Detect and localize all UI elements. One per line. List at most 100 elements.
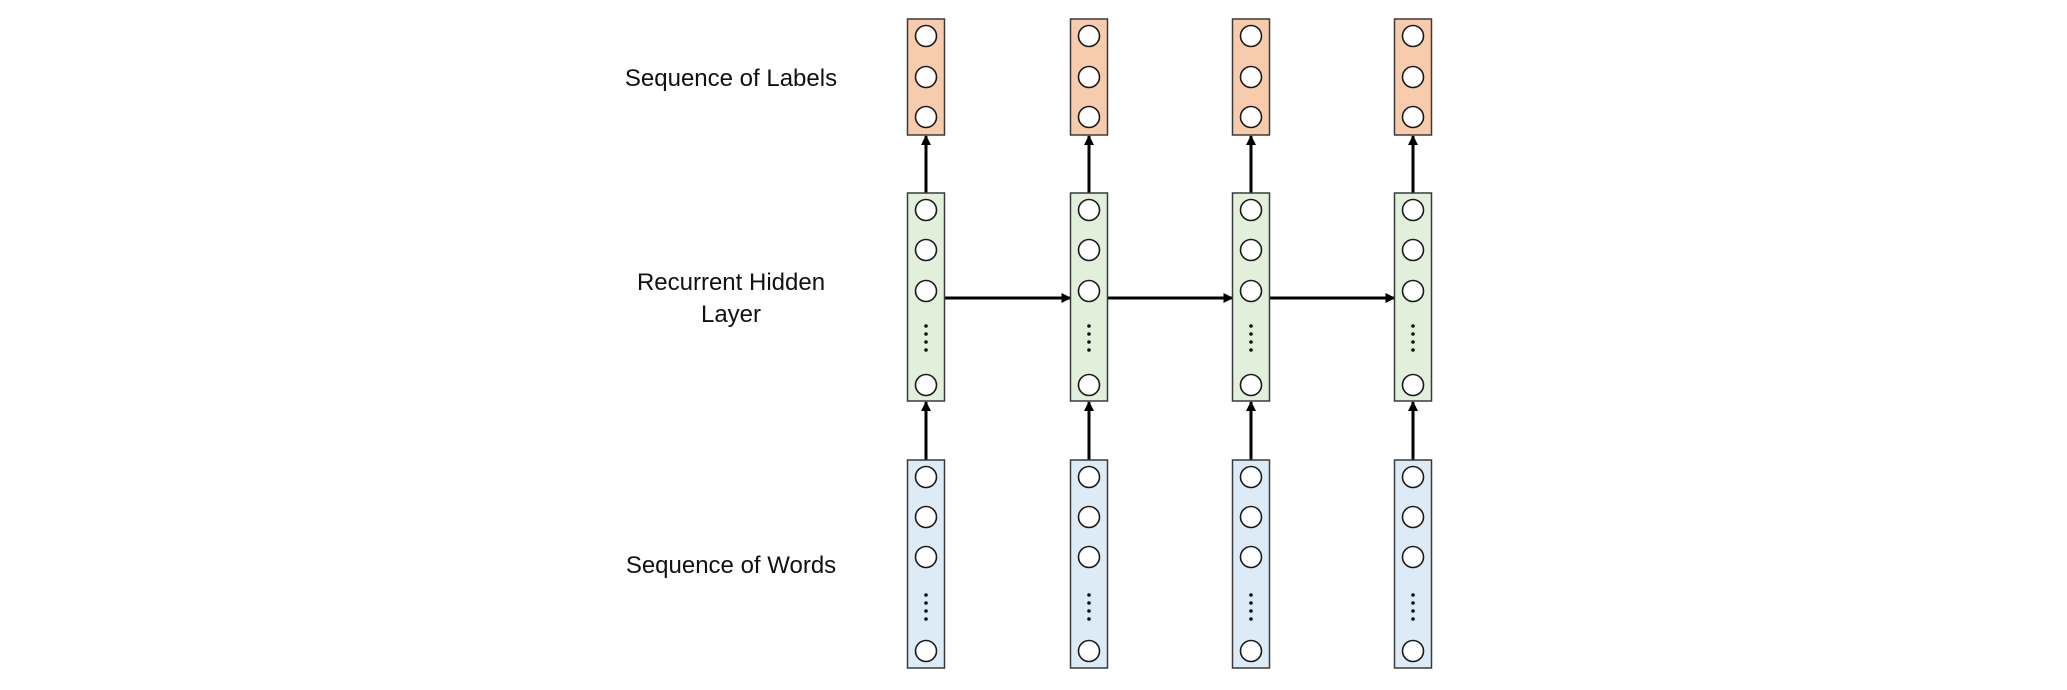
input-neuron-1	[1077, 465, 1101, 489]
output-neuron-3	[1239, 105, 1263, 129]
hidden-row-label-line1: Recurrent Hidden	[637, 269, 825, 296]
ellipsis-dot	[1087, 340, 1091, 344]
ellipsis-dot	[924, 348, 928, 352]
vertical-ellipsis-icon	[1249, 324, 1253, 352]
input-neuron-2	[1077, 505, 1101, 529]
hidden-neuron-1	[914, 198, 938, 222]
output-neuron-3	[1401, 105, 1425, 129]
ellipsis-dot	[1411, 348, 1415, 352]
input-neuron-1	[1401, 465, 1425, 489]
ellipsis-dot	[1087, 609, 1091, 613]
input-neuron-3	[1077, 545, 1101, 569]
hidden-neuron-4	[1077, 373, 1101, 397]
output-neuron-2	[1239, 65, 1263, 89]
hidden-neuron-3	[914, 279, 938, 303]
hidden-layer	[906, 192, 1433, 402]
ellipsis-dot	[1249, 324, 1253, 328]
output-neuron-2	[914, 65, 938, 89]
vertical-ellipsis-icon	[1087, 324, 1091, 352]
ellipsis-dot	[1087, 332, 1091, 336]
vertical-ellipsis-icon	[1411, 324, 1415, 352]
hidden-neuron-2	[914, 238, 938, 262]
output-neuron-1	[914, 24, 938, 48]
hidden-neuron-2	[1401, 238, 1425, 262]
ellipsis-dot	[924, 609, 928, 613]
output-neuron-3	[1077, 105, 1101, 129]
input-neuron-3	[1401, 545, 1425, 569]
output-neuron-2	[1077, 65, 1101, 89]
output-neuron-1	[1239, 24, 1263, 48]
ellipsis-dot	[1249, 348, 1253, 352]
ellipsis-dot	[1087, 324, 1091, 328]
output-neuron-2	[1401, 65, 1425, 89]
hidden-neuron-1	[1239, 198, 1263, 222]
ellipsis-dot	[1249, 340, 1253, 344]
ellipsis-dot	[1249, 593, 1253, 597]
input-neuron-2	[1401, 505, 1425, 529]
hidden-neuron-3	[1077, 279, 1101, 303]
hidden-neuron-4	[1239, 373, 1263, 397]
ellipsis-dot	[924, 601, 928, 605]
hidden-vector-1	[906, 192, 946, 402]
ellipsis-dot	[924, 593, 928, 597]
hidden-neuron-2	[1077, 238, 1101, 262]
output-vector-3	[1231, 18, 1271, 136]
hidden-neuron-4	[914, 373, 938, 397]
input-neuron-2	[914, 505, 938, 529]
hidden-neuron-1	[1077, 198, 1101, 222]
ellipsis-dot	[924, 324, 928, 328]
hidden-neuron-3	[1239, 279, 1263, 303]
feedforward-connections	[921, 135, 1418, 460]
input-neuron-1	[914, 465, 938, 489]
ellipsis-dot	[924, 617, 928, 621]
input-neuron-4	[1077, 639, 1101, 663]
output-neuron-1	[1077, 24, 1101, 48]
ellipsis-dot	[1087, 617, 1091, 621]
ellipsis-dot	[1411, 324, 1415, 328]
output-layer	[906, 18, 1433, 136]
ellipsis-dot	[1087, 593, 1091, 597]
input-neuron-4	[1401, 639, 1425, 663]
ellipsis-dot	[1249, 332, 1253, 336]
ellipsis-dot	[924, 332, 928, 336]
input-neuron-3	[1239, 545, 1263, 569]
output-vector-1	[906, 18, 946, 136]
vertical-ellipsis-icon	[1087, 593, 1091, 621]
ellipsis-dot	[1087, 348, 1091, 352]
output-row-label: Sequence of Labels	[625, 65, 837, 92]
vertical-ellipsis-icon	[924, 324, 928, 352]
vertical-ellipsis-icon	[1249, 593, 1253, 621]
hidden-neuron-1	[1401, 198, 1425, 222]
output-neuron-3	[914, 105, 938, 129]
ellipsis-dot	[1087, 601, 1091, 605]
input-neuron-1	[1239, 465, 1263, 489]
ellipsis-dot	[1249, 601, 1253, 605]
ellipsis-dot	[1249, 617, 1253, 621]
ellipsis-dot	[924, 340, 928, 344]
input-neuron-2	[1239, 505, 1263, 529]
input-row-label: Sequence of Words	[626, 552, 836, 579]
input-vector-4	[1393, 459, 1433, 669]
hidden-neuron-2	[1239, 238, 1263, 262]
ellipsis-dot	[1411, 601, 1415, 605]
input-vector-1	[906, 459, 946, 669]
ellipsis-dot	[1411, 609, 1415, 613]
output-neuron-1	[1401, 24, 1425, 48]
hidden-vector-4	[1393, 192, 1433, 402]
vertical-ellipsis-icon	[924, 593, 928, 621]
input-vector-3	[1231, 459, 1271, 669]
ellipsis-dot	[1249, 609, 1253, 613]
hidden-vector-3	[1231, 192, 1271, 402]
hidden-neuron-3	[1401, 279, 1425, 303]
input-vector-2	[1069, 459, 1109, 669]
ellipsis-dot	[1411, 617, 1415, 621]
input-neuron-3	[914, 545, 938, 569]
ellipsis-dot	[1411, 593, 1415, 597]
hidden-row-label-line2: Layer	[701, 301, 761, 328]
vertical-ellipsis-icon	[1411, 593, 1415, 621]
hidden-vector-2	[1069, 192, 1109, 402]
output-vector-2	[1069, 18, 1109, 136]
ellipsis-dot	[1411, 340, 1415, 344]
hidden-neuron-4	[1401, 373, 1425, 397]
